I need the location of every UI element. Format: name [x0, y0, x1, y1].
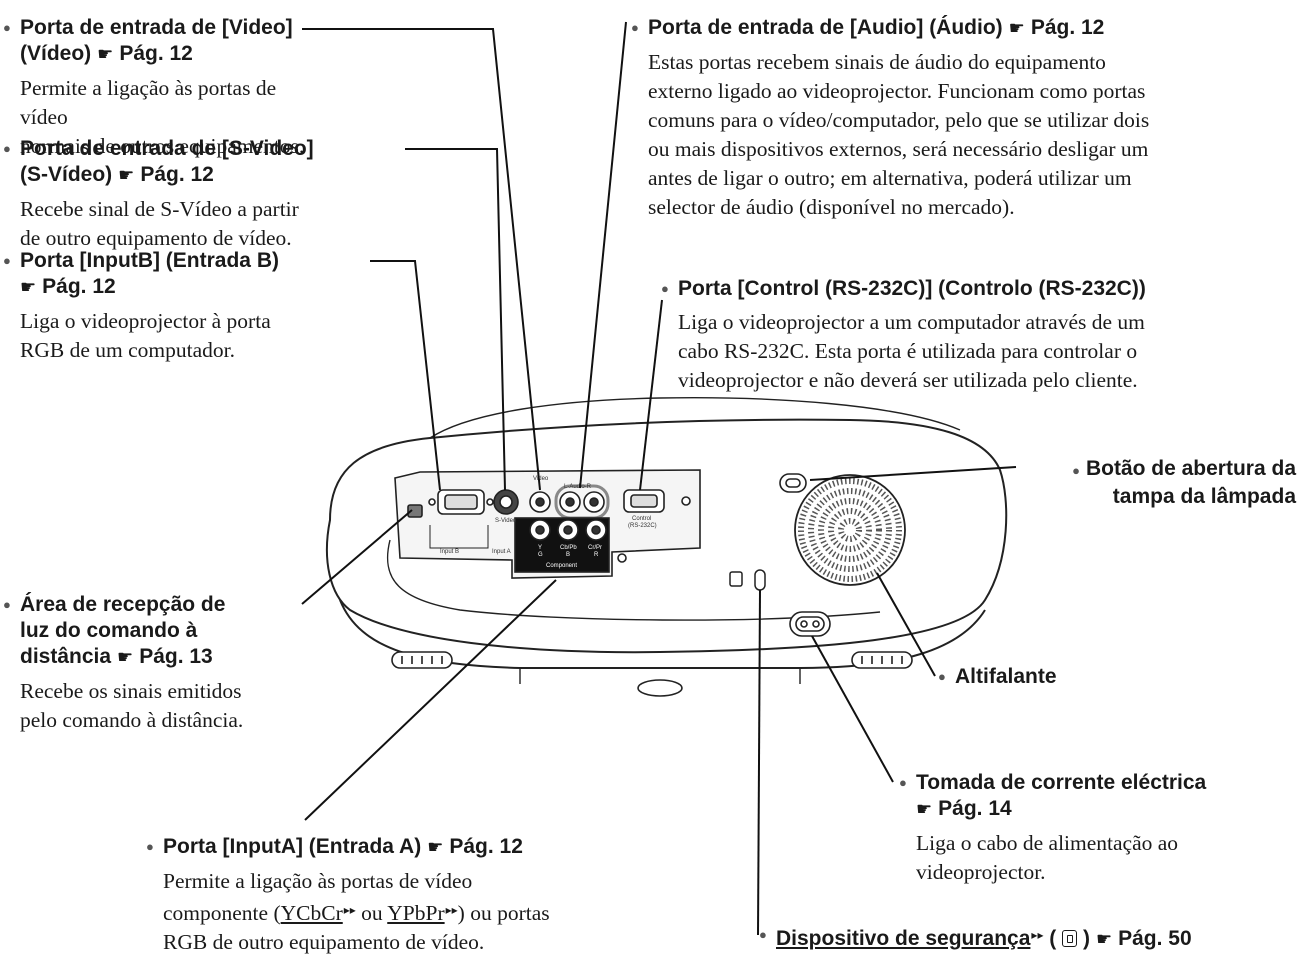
power-inlet-shape — [789, 611, 831, 637]
label-svideo-port: Porta de entrada de [S-Video] (S-Vídeo)☛… — [3, 136, 350, 253]
label-inputa-port: Porta [InputA] (Entrada A)☛Pág. 12 Permi… — [146, 834, 603, 957]
label-audio-port-desc: Estas portas recebem sinais de áudio do … — [648, 50, 1150, 219]
panel-labels: Video L-Audio-R S-Video Input B Input A … — [440, 476, 657, 569]
pointing-hand-icon: ☛ — [1095, 929, 1113, 950]
glossary-term-ycbcr[interactable]: YCbCr — [280, 901, 343, 925]
label-lamp-cover-button-title: ●Botão de abertura da tampa da lâmpada — [1072, 457, 1296, 508]
label-inputa-port-title: Porta [InputA] (Entrada A)☛Pág. 12 — [146, 834, 603, 861]
panel-label-svideo: S-Video — [495, 518, 517, 524]
label-speaker: Altifalante — [938, 664, 1115, 690]
label-power-inlet-desc: Liga o cabo de alimentação ao videoproje… — [916, 831, 1179, 884]
panel-label-cb: Cb/Pb — [560, 545, 577, 551]
pointing-hand-icon: ☛ — [1008, 18, 1025, 39]
label-svideo-port-desc: Recebe sinal de S-Vídeo a partir de outr… — [20, 197, 299, 250]
glossary-arrow-icon: ▸▸ — [445, 903, 458, 917]
label-remote-sensor-title: Área de recepção de luz do comando à dis… — [3, 592, 320, 671]
panel-label-audio: L-Audio-R — [564, 484, 592, 490]
security-slot-shape — [729, 569, 766, 591]
label-remote-sensor: Área de recepção de luz do comando à dis… — [3, 592, 320, 735]
label-control-port: Porta [Control (RS-232C)] (Controlo (RS-… — [661, 276, 1298, 395]
label-svideo-port-title: Porta de entrada de [S-Video] (S-Vídeo)☛… — [3, 136, 350, 189]
panel-label-inputa: Input A — [492, 549, 511, 555]
glossary-arrow-icon: ▸▸ — [343, 903, 356, 917]
glossary-term-ypbpr[interactable]: YPbPr — [387, 901, 445, 925]
pointing-hand-icon: ☛ — [97, 44, 114, 65]
panel-label-inputb: Input B — [440, 549, 459, 555]
label-power-inlet-title: Tomada de corrente eléctrica ☛Pág. 14 — [899, 770, 1296, 823]
panel-label-b: B — [566, 552, 570, 558]
connector-panel — [394, 469, 701, 579]
label-control-port-desc: Liga o videoprojector a um computador at… — [678, 310, 1145, 392]
glossary-arrow-icon: ▸▸ — [1031, 928, 1044, 942]
projector-feet — [391, 651, 913, 697]
label-inputb-port-title: Porta [InputB] (Entrada B) ☛Pág. 12 — [3, 248, 360, 301]
label-video-port-title: Porta de entrada de [Video] (Vídeo)☛Pág.… — [3, 15, 320, 68]
panel-label-component: Component — [546, 563, 577, 569]
pointing-hand-icon: ☛ — [427, 837, 444, 858]
pointing-hand-icon: ☛ — [20, 277, 37, 298]
label-speaker-title: Altifalante — [938, 664, 1115, 690]
speaker-grille-shape — [794, 474, 906, 586]
label-security-slot: Dispositivo de segurança▸▸ ( )☛Pág. 50 — [759, 922, 1298, 953]
leader-lines — [301, 21, 1017, 936]
security-lock-icon — [1062, 930, 1078, 947]
panel-label-g: G — [538, 552, 543, 558]
lamp-cover-button-shape — [779, 473, 807, 493]
label-audio-port-title: Porta de entrada de [Audio] (Áudio)☛Pág.… — [631, 15, 1298, 42]
pointing-hand-icon: ☛ — [118, 165, 135, 186]
label-inputa-port-desc: Permite a ligação às portas de vídeo com… — [163, 869, 550, 954]
label-lamp-cover-button: ●Botão de abertura da tampa da lâmpada — [1034, 456, 1296, 510]
panel-label-cr: Cr/Pr — [588, 545, 602, 551]
panel-label-r: R — [594, 552, 599, 558]
panel-label-control-1: Control — [632, 516, 651, 522]
pointing-hand-icon: ☛ — [117, 647, 134, 668]
label-inputb-port-desc: Liga o videoprojector à porta RGB de um … — [20, 309, 271, 362]
panel-label-control-2: (RS-232C) — [628, 523, 657, 529]
panel-label-y: Y — [538, 545, 542, 551]
pointing-hand-icon: ☛ — [916, 799, 933, 820]
label-power-inlet: Tomada de corrente eléctrica ☛Pág. 14 Li… — [899, 770, 1296, 887]
label-control-port-title: Porta [Control (RS-232C)] (Controlo (RS-… — [661, 276, 1298, 302]
panel-label-video: Video — [533, 476, 549, 482]
label-inputb-port: Porta [InputB] (Entrada B) ☛Pág. 12 Liga… — [3, 248, 360, 365]
label-security-slot-title: Dispositivo de segurança▸▸ ( )☛Pág. 50 — [759, 922, 1298, 953]
label-remote-sensor-desc: Recebe os sinais emitidos pelo comando à… — [20, 679, 244, 732]
label-audio-port: Porta de entrada de [Audio] (Áudio)☛Pág.… — [631, 15, 1298, 222]
glossary-term-security[interactable]: Dispositivo de segurança — [776, 927, 1031, 950]
